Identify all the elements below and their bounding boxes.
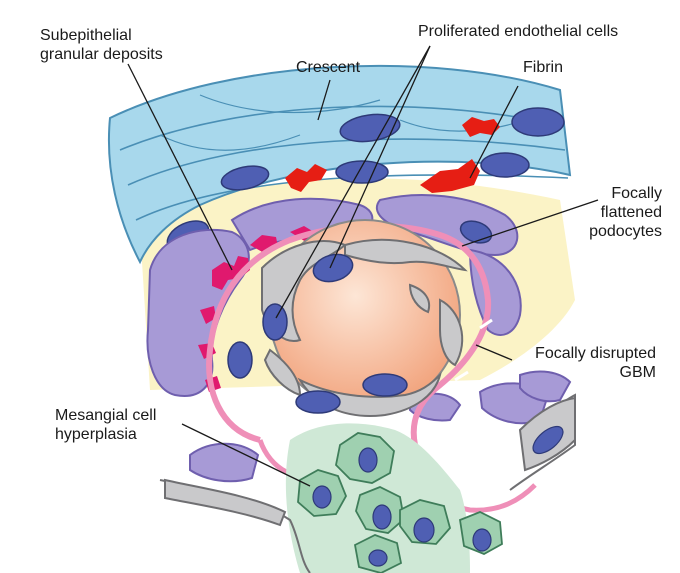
mesangial-nucleus	[359, 448, 377, 472]
label-fibrin: Fibrin	[523, 58, 563, 77]
mesangial-nucleus	[473, 529, 491, 551]
mesangial-nucleus	[313, 486, 331, 508]
mesangial-nucleus	[369, 550, 387, 566]
label-subepithelial-deposits: Subepithelial granular deposits	[40, 26, 163, 64]
label-proliferated-endothelial-cells: Proliferated endothelial cells	[418, 22, 618, 41]
endothelial-nucleus	[263, 304, 287, 340]
crescent-nucleus	[481, 153, 529, 177]
crescent-nucleus	[512, 108, 564, 136]
endothelial-nucleus	[228, 342, 252, 378]
label-crescent: Crescent	[296, 58, 360, 77]
mesangial-nucleus	[414, 518, 434, 542]
label-mesangial-hyperplasia: Mesangial cell hyperplasia	[55, 406, 156, 444]
crescent-nucleus	[336, 161, 388, 183]
endothelial-nucleus	[363, 374, 407, 396]
label-flattened-podocytes: Focally flattened podocytes	[589, 184, 662, 241]
label-disrupted-gbm: Focally disrupted GBM	[535, 344, 656, 382]
endothelial-nucleus	[296, 391, 340, 413]
mesangial-nucleus	[373, 505, 391, 529]
